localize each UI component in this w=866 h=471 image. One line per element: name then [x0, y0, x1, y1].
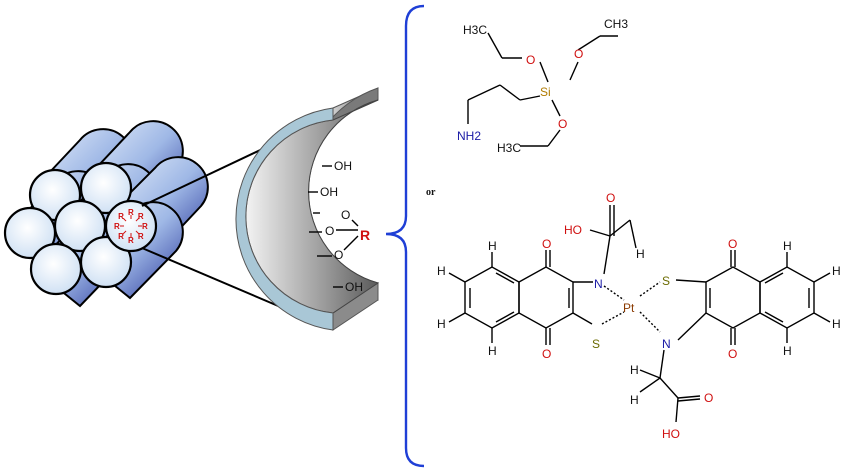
h-6: H — [832, 264, 841, 278]
silane-o-right: O — [574, 47, 583, 61]
pore-r-tether — [135, 230, 140, 235]
carboxyl-o-bottom: O — [704, 391, 713, 405]
quinone-o-4: O — [728, 347, 737, 361]
ch2-h-bot-2: H — [630, 393, 639, 407]
svg-text:OH: OH — [334, 159, 352, 173]
carboxyl-ho-bottom: HO — [662, 427, 680, 441]
h-1: H — [488, 239, 497, 253]
nitrogen-right: N — [662, 337, 671, 351]
curly-brace — [385, 4, 425, 468]
wall-oh-2: OH — [308, 185, 338, 199]
or-connector: or — [426, 187, 436, 198]
wall-oh-3: OH — [333, 280, 363, 294]
ch2-h-top: H — [636, 247, 645, 261]
wall-o-3: O — [334, 248, 343, 262]
svg-text:OH: OH — [320, 185, 338, 199]
wall-o-2: O — [325, 224, 334, 238]
silane-nh2: NH2 — [457, 129, 481, 143]
h-2: H — [437, 264, 446, 278]
pore-r-label: R — [138, 232, 144, 241]
silane-o-left: O — [526, 53, 535, 67]
pore-r-label: R — [142, 222, 148, 231]
sulfur-left: S — [592, 337, 600, 351]
silane-h3c-top: H3C — [463, 23, 487, 37]
silane-structure: H3C O O CH3 Si O NH2 H3C — [457, 17, 628, 155]
wall-r-group: R — [360, 227, 370, 243]
h-8: H — [783, 344, 792, 358]
svg-text:OH: OH — [345, 280, 363, 294]
sulfur-right: S — [662, 274, 670, 288]
pore-r-tether — [122, 230, 127, 235]
silane-o-bottom: O — [558, 117, 567, 131]
pore-wall-section: OH OH O O O R OH — [235, 87, 380, 331]
carboxyl-ho-top: HO — [564, 223, 582, 237]
pore-r-label: R — [118, 232, 124, 241]
ch2-h-bot-1: H — [630, 363, 639, 377]
pore-r-label: R — [128, 208, 134, 217]
pore-r-label: R — [128, 236, 134, 245]
silane-ch3-top: CH3 — [604, 17, 628, 31]
quinone-o-1: O — [542, 237, 551, 251]
quinone-o-3: O — [728, 237, 737, 251]
platinum-complex-structure: H H H H H H H H O HO H O N Pt S O S N O … — [437, 191, 841, 441]
quinone-o-2: O — [542, 347, 551, 361]
highlighted-pore — [104, 199, 158, 253]
platinum: Pt — [623, 301, 635, 315]
pore-r-tether — [135, 217, 140, 222]
h-4: H — [488, 344, 497, 358]
wall-bridge — [309, 212, 359, 257]
pore-r-tether — [122, 217, 127, 222]
pore-r-label: R — [118, 212, 124, 221]
h-3: H — [437, 317, 446, 331]
h-5: H — [783, 239, 792, 253]
complex-hydrogens: H H H H H H H H — [437, 239, 841, 358]
wall-o-1: O — [341, 208, 350, 222]
h-7: H — [832, 317, 841, 331]
tube-ends — [3, 161, 133, 296]
pore-r-label: R — [138, 212, 144, 221]
silane-h3c-bottom: H3C — [497, 141, 521, 155]
pore-r-label: R — [114, 222, 120, 231]
carboxyl-o-top: O — [606, 191, 615, 205]
nitrogen-left: N — [594, 277, 603, 291]
silane-si: Si — [540, 85, 551, 99]
wall-oh-1: OH — [322, 159, 352, 173]
